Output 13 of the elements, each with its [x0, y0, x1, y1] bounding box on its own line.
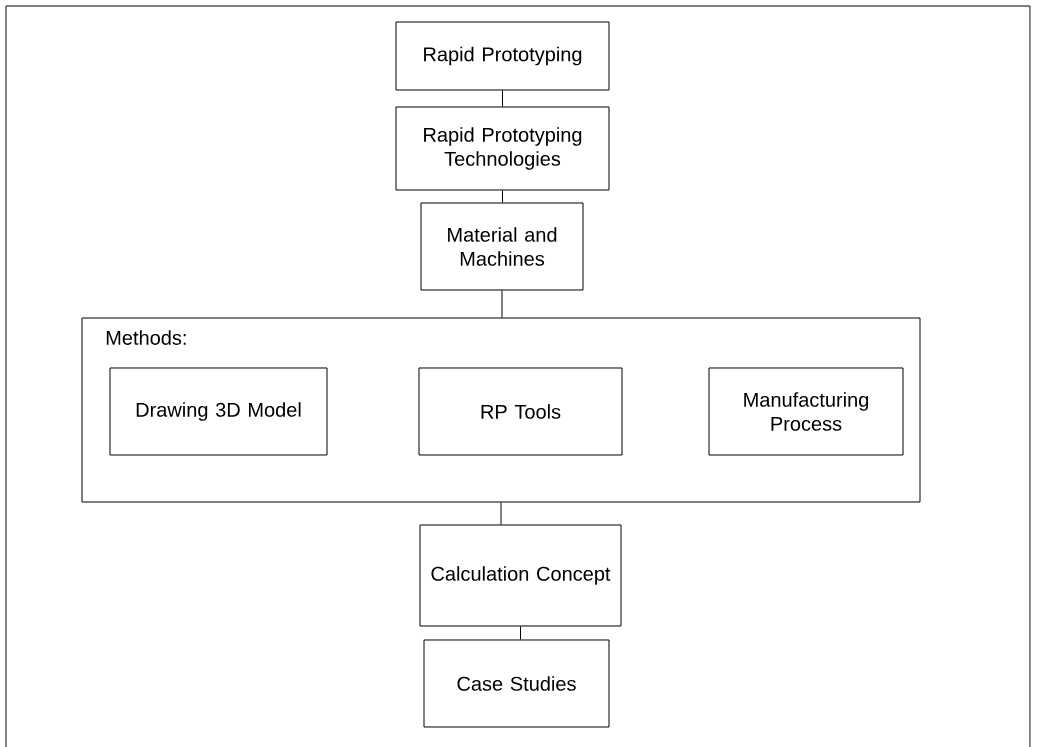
connector-line	[502, 190, 503, 203]
process-box: Rapid Prototyping	[395, 21, 610, 91]
process-box: RP Tools	[418, 367, 623, 456]
connector-line	[500, 502, 502, 525]
process-box: Material and Machines	[420, 202, 584, 291]
process-box: Manufacturing Process	[708, 367, 904, 456]
process-box: Calculation Concept	[419, 524, 622, 627]
process-box: Drawing 3D Model	[109, 367, 328, 456]
connector-line	[520, 626, 521, 640]
connector-line	[501, 290, 503, 318]
process-box: Rapid Prototyping Technologies	[395, 106, 610, 191]
process-box: Case Studies	[423, 639, 610, 728]
connector-line	[502, 90, 503, 107]
